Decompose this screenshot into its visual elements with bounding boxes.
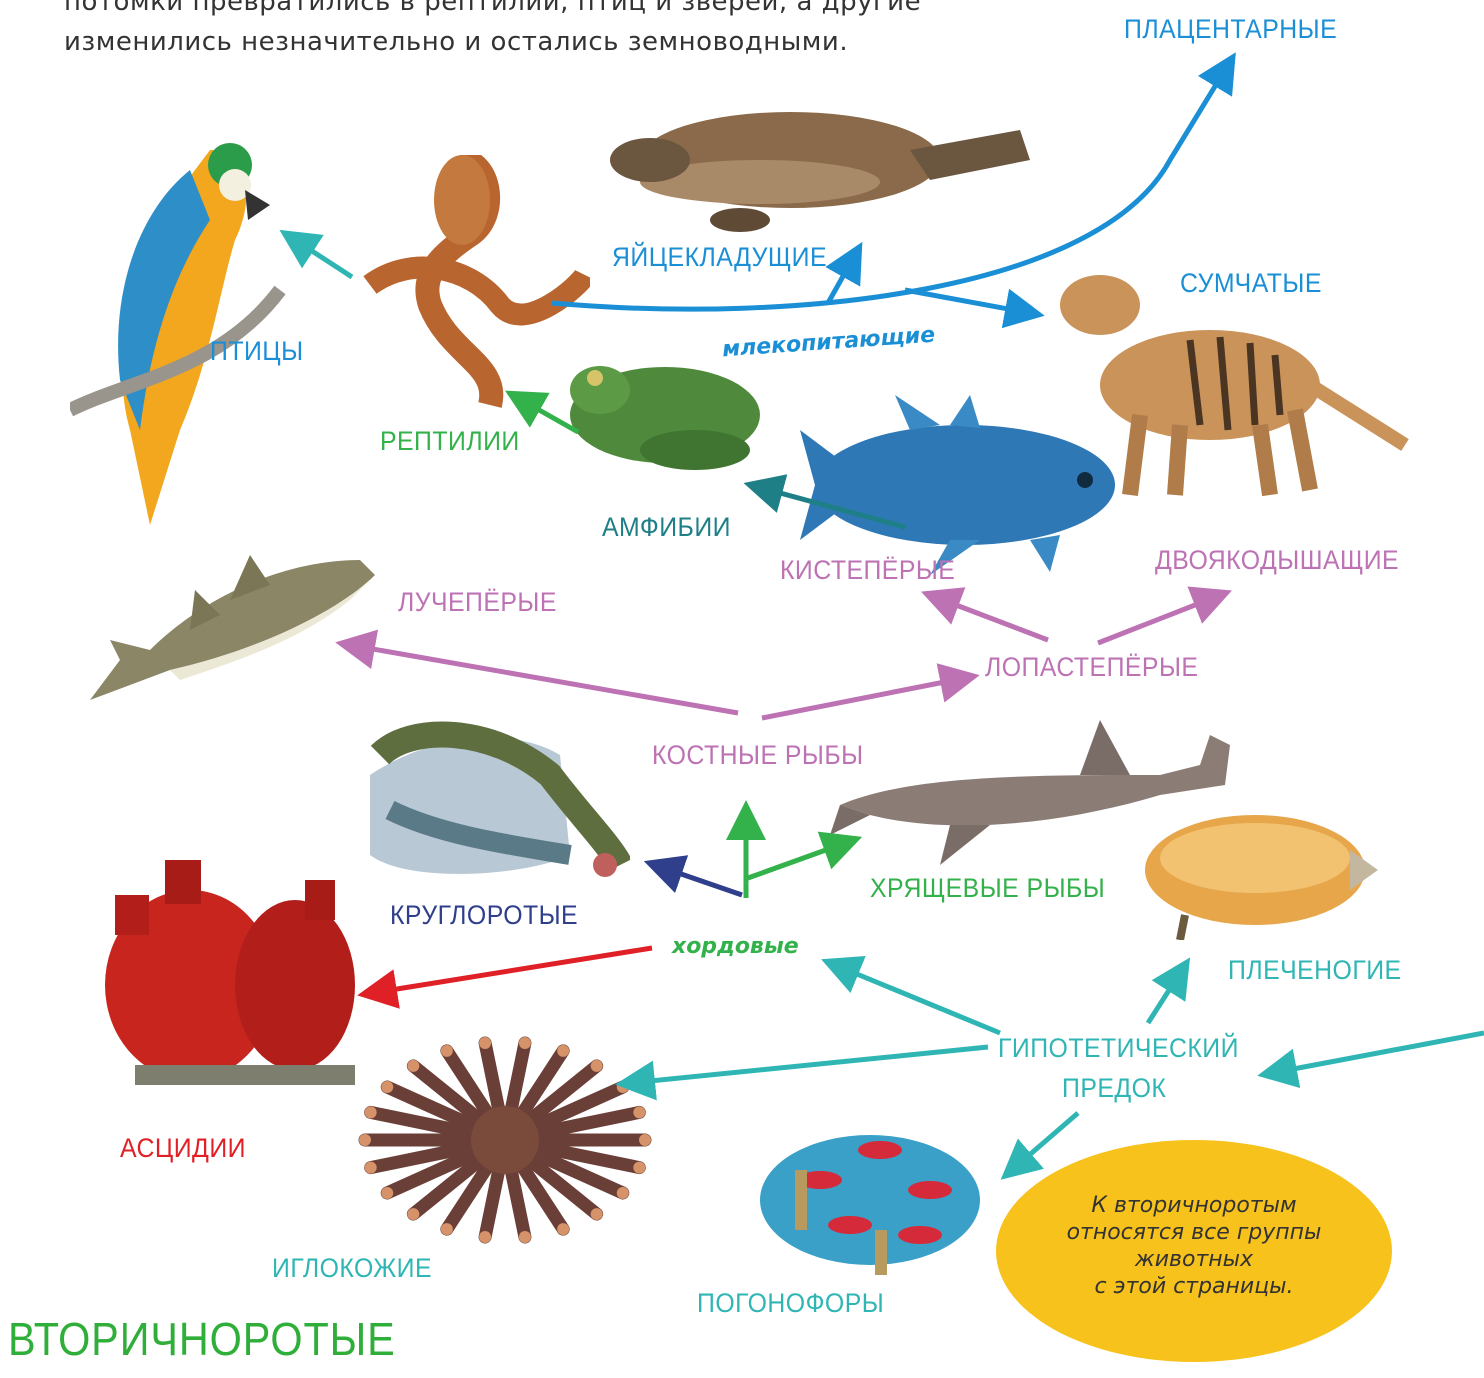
label-bony-fish: КОСТНЫЕ РЫБЫ bbox=[652, 740, 864, 771]
arrow-to-reptiles bbox=[518, 398, 578, 432]
label-cartilaginous: ХРЯЩЕВЫЕ РЫБЫ bbox=[870, 873, 1105, 904]
arrow-to-birds bbox=[292, 238, 352, 277]
label-birds: ПТИЦЫ bbox=[210, 336, 304, 367]
note-line-3: животных bbox=[996, 1246, 1392, 1273]
page-title: ВТОРИЧНОРОТЫЕ bbox=[8, 1312, 396, 1366]
note-bubble: К вторичноротым относятся все группы жив… bbox=[996, 1140, 1392, 1362]
label-marsupials: СУМЧАТЫЕ bbox=[1180, 268, 1322, 299]
label-brachiopods: ПЛЕЧЕНОГИЕ bbox=[1228, 955, 1402, 986]
label-cyclostomes: КРУГЛОРОТЫЕ bbox=[390, 900, 578, 931]
label-monotremes: ЯЙЦЕКЛАДУЩИЕ bbox=[612, 242, 827, 273]
label-lungfish: ДВОЯКОДЫШАЩИЕ bbox=[1155, 545, 1399, 576]
arrow-to-cartilaginous bbox=[748, 842, 848, 878]
arrow-to-amphibians bbox=[758, 487, 905, 527]
arrow-to-lobe-finned bbox=[762, 678, 965, 718]
note-line-1: К вторичноротым bbox=[996, 1192, 1392, 1219]
label-reptiles: РЕПТИЛИИ bbox=[380, 426, 520, 457]
arrow-to-echinoderms bbox=[630, 1047, 988, 1083]
label-placental: ПЛАЦЕНТАРНЫЕ bbox=[1124, 14, 1337, 45]
label-ray-finned: ЛУЧЕПЁРЫЕ bbox=[398, 587, 557, 618]
note-line-2: относятся все группы bbox=[996, 1219, 1392, 1246]
arrow-to-ray-finned bbox=[350, 645, 738, 713]
arrow-to-brachiopods bbox=[1148, 970, 1182, 1023]
arrow-from-right-to-ancestor bbox=[1272, 1033, 1484, 1073]
label-ancestor-line-2: ПРЕДОК bbox=[1062, 1073, 1166, 1104]
label-pogonophora: ПОГОНОФОРЫ bbox=[697, 1288, 884, 1319]
label-ascidians: АСЦИДИИ bbox=[120, 1133, 246, 1164]
arrow-to-chordates bbox=[835, 965, 1000, 1033]
label-lobe-finned: ЛОПАСТЕПЁРЫЕ bbox=[985, 652, 1198, 683]
label-lobe-finned-sub: КИСТЕПЁРЫЕ bbox=[780, 555, 955, 586]
arrow-to-lobe-finned-sub bbox=[935, 597, 1048, 640]
arrow-to-marsupials bbox=[905, 290, 1030, 313]
note-line-4: с этой страницы. bbox=[996, 1273, 1392, 1300]
label-ancestor-line-1: ГИПОТЕТИЧЕСКИЙ bbox=[998, 1033, 1239, 1064]
arrow-to-monotremes bbox=[828, 255, 855, 303]
label-amphibians: АМФИБИИ bbox=[602, 512, 731, 543]
note-text: К вторичноротым относятся все группы жив… bbox=[996, 1192, 1392, 1300]
label-echinoderms: ИГЛОКОЖИЕ bbox=[272, 1253, 432, 1284]
label-chordates: хордовые bbox=[672, 934, 799, 959]
arrow-to-cyclostomes bbox=[658, 866, 742, 895]
arrow-to-pogonophora bbox=[1012, 1113, 1078, 1170]
arrow-to-ascidians bbox=[372, 948, 652, 993]
arrow-to-lungfish bbox=[1098, 596, 1218, 643]
